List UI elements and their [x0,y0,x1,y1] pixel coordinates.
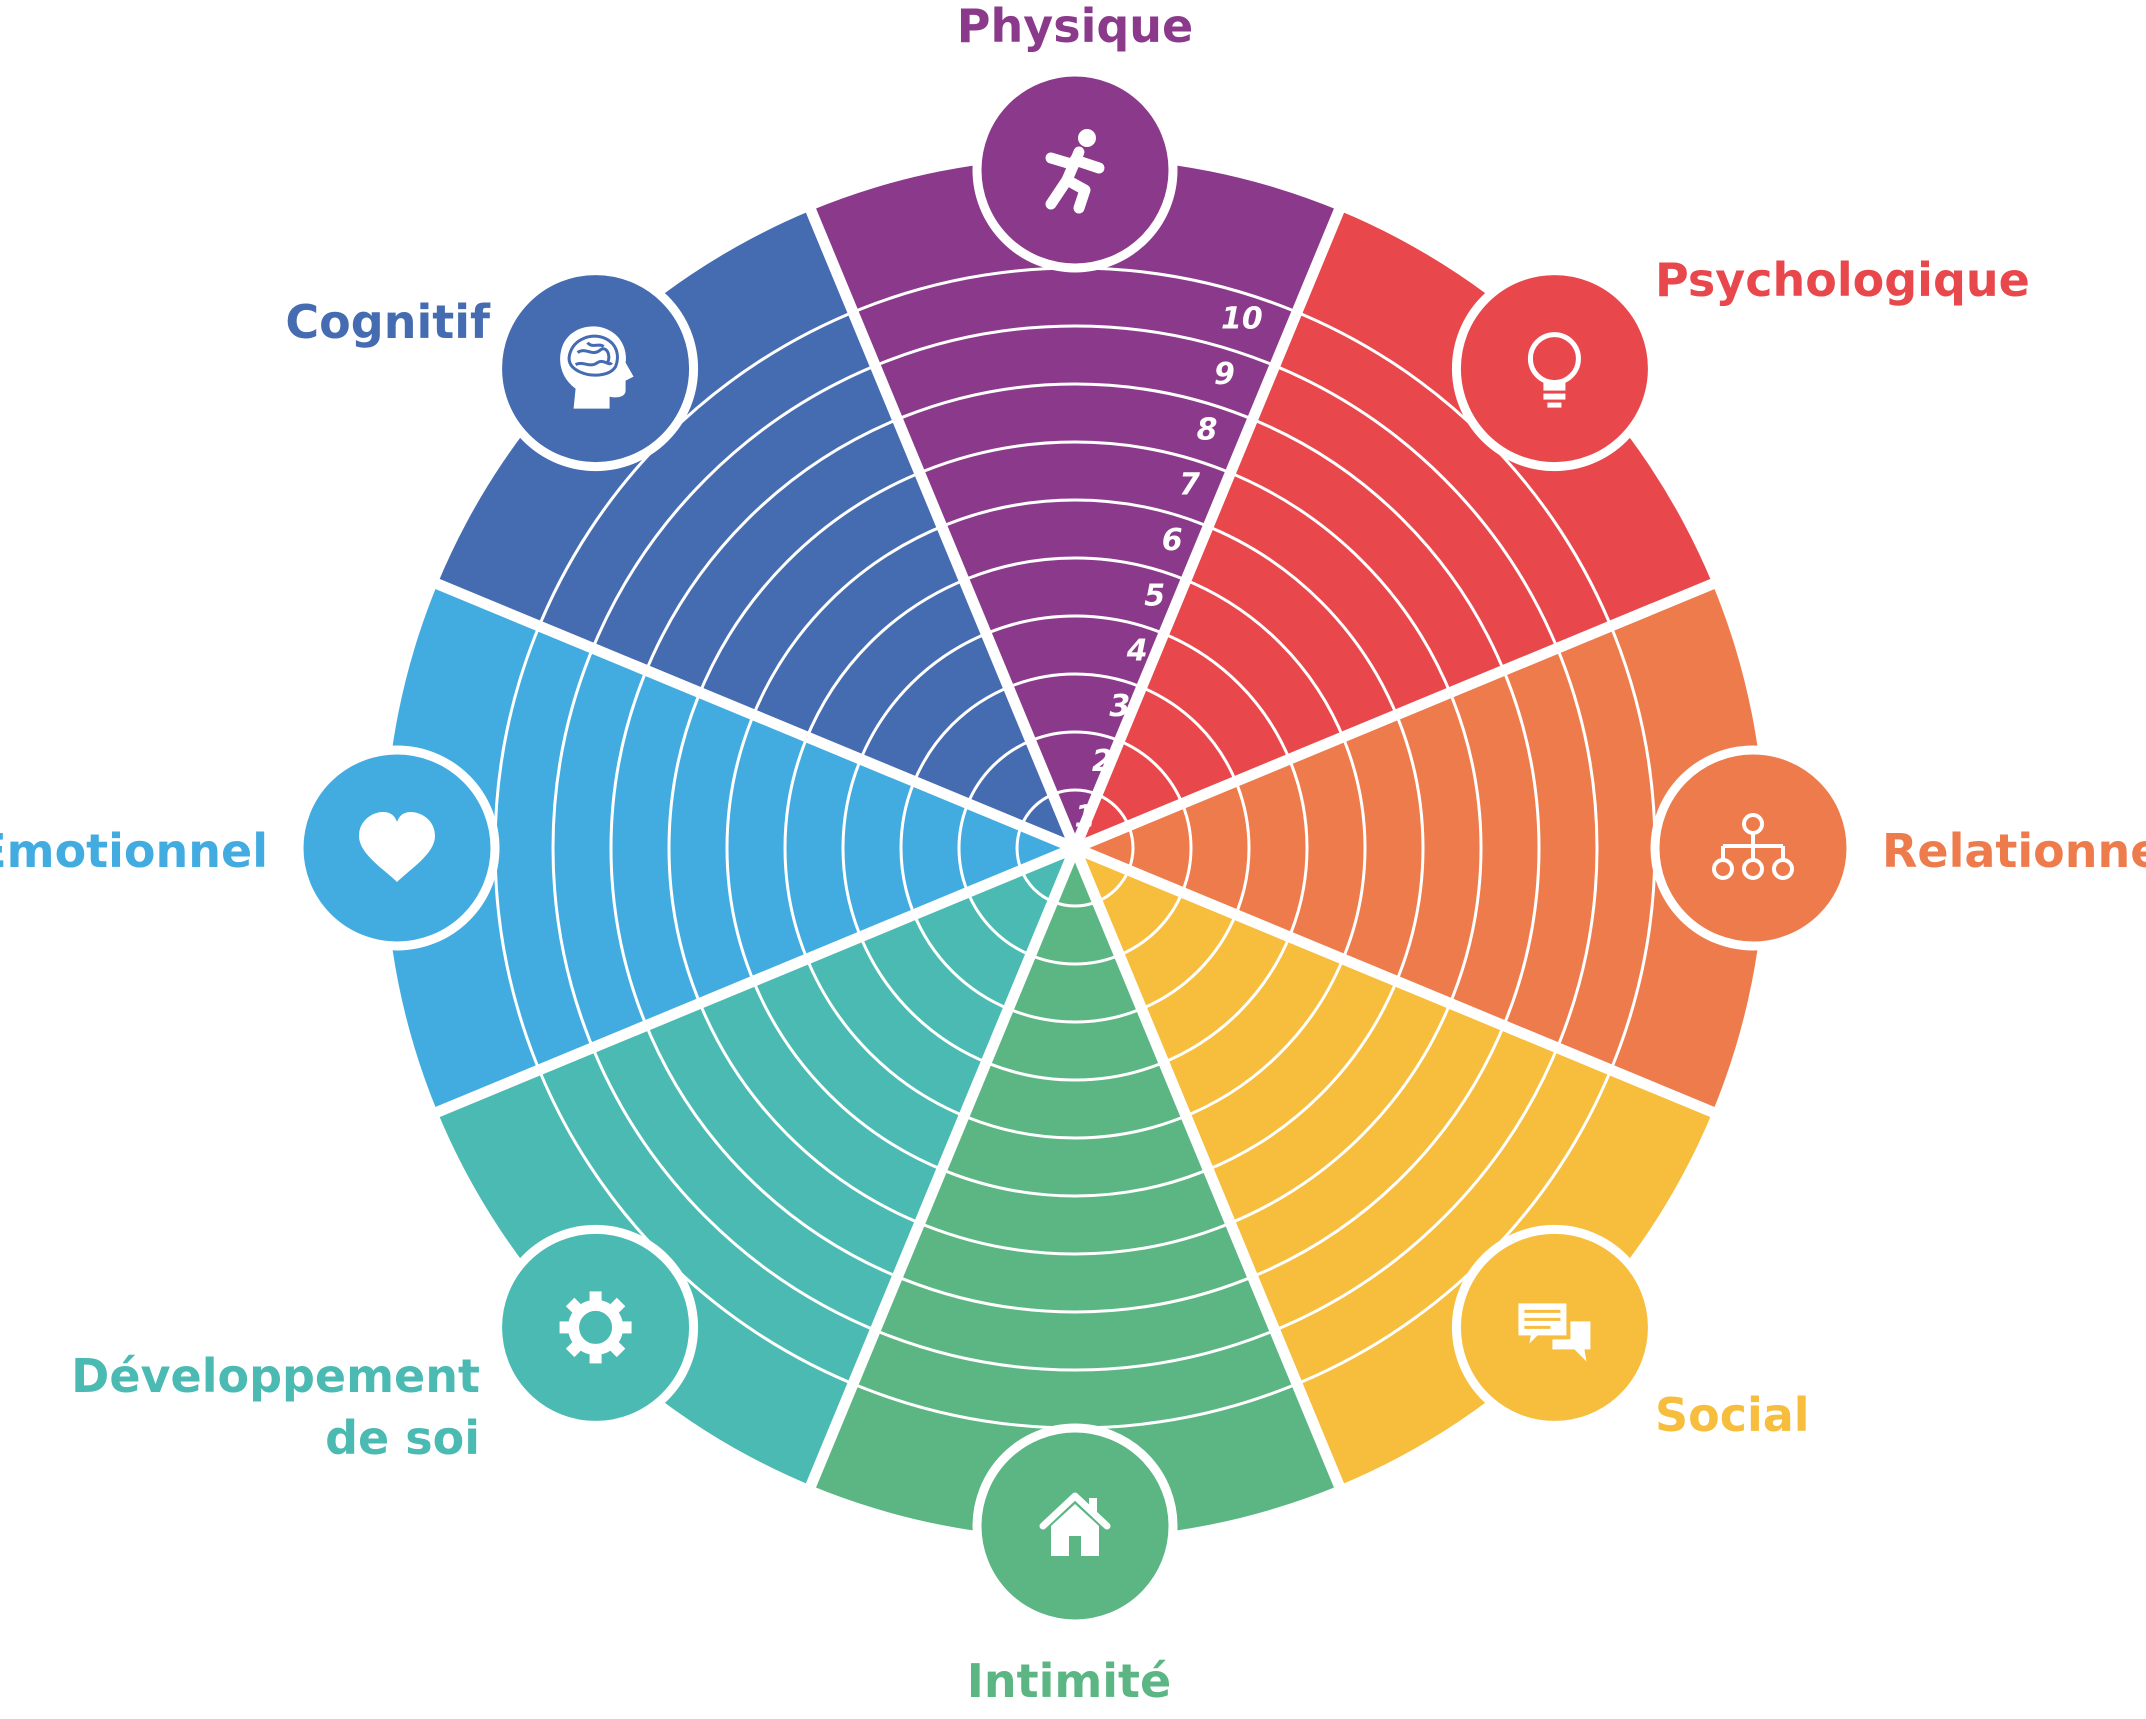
ring-line [841,614,1309,1082]
label-cognitif: Cognitif [285,295,491,349]
badge-developpement [493,1224,699,1430]
category-badges [294,67,1856,1629]
badge-physique [972,67,1178,273]
ring-line [1015,788,1135,908]
label-line: Emotionnel [0,824,268,878]
badge-social [1451,1224,1657,1430]
badge-psychologique [1451,266,1657,472]
sector-separator [804,204,1081,851]
ring-line [609,382,1541,1314]
sector-intimite [810,848,1340,1538]
label-social: Social [1655,1388,1810,1442]
ring-number: 3 [1109,689,1130,724]
heart-icon [359,812,435,882]
ring-number: 7 [1179,468,1200,503]
label-line: Développement [71,1349,480,1403]
sector-relationnel [1075,583,1765,1113]
label-line: Cognitif [285,295,491,349]
sector-emotionnel [385,583,1075,1113]
sector-separators [431,204,1719,1492]
label-relationnel: Relationnel [1882,824,2146,878]
label-line: Social [1655,1388,1810,1442]
network-icon [1712,813,1794,880]
ring-number: 5 [1144,578,1165,613]
label-line: Psychologique [1655,253,2030,307]
sector-separator [1072,842,1719,1119]
sector-separator [431,577,1078,854]
label-developpement: Développement de soi [71,1349,480,1465]
sector-separator [1069,204,1346,851]
sector-separator [804,845,1081,1492]
sector-physique [810,158,1340,849]
label-physique: Physique [957,0,1193,53]
ring-line [899,672,1251,1024]
label-intimite: Intimité [967,1654,1172,1708]
ring-number: 1 [1074,800,1095,835]
sector-separator [1072,577,1719,854]
ring-number: 4 [1126,634,1148,669]
ring-number: 6 [1162,523,1183,558]
lightbulb-icon [1527,332,1581,408]
ring-number: 10 [1221,302,1263,337]
sector-separator [431,842,1078,1119]
sector-separator [1069,845,1346,1492]
label-psychologique: Psychologique [1655,253,2030,307]
brain-head-icon [560,326,634,409]
label-emotionnel: Emotionnel [0,824,268,878]
label-line: Physique [957,0,1193,53]
badge-relationnel [1650,745,1856,951]
wheel-sectors [385,158,1765,1538]
ring-line [957,730,1193,966]
ring-line [725,498,1425,1198]
badge-emotionnel [294,745,500,951]
ring-number: 8 [1197,412,1218,447]
gear-icon [559,1291,632,1364]
label-line: Intimité [967,1654,1172,1708]
label-line: de soi [325,1411,480,1465]
ring-number: 9 [1214,357,1235,392]
label-line: Relationnel [1882,824,2146,878]
chat-bubbles-icon [1514,1299,1591,1362]
running-person-icon [1045,129,1105,214]
badge-cognitif [493,266,699,472]
ring-line [667,440,1483,1256]
ring-number-labels: 1 2 3 4 5 6 7 8 9 10 [1074,302,1262,835]
house-icon [1039,1492,1111,1556]
ring-line [783,556,1367,1140]
ring-line [551,324,1599,1372]
ring-number: 2 [1092,744,1113,779]
badge-intimite [972,1423,1178,1629]
